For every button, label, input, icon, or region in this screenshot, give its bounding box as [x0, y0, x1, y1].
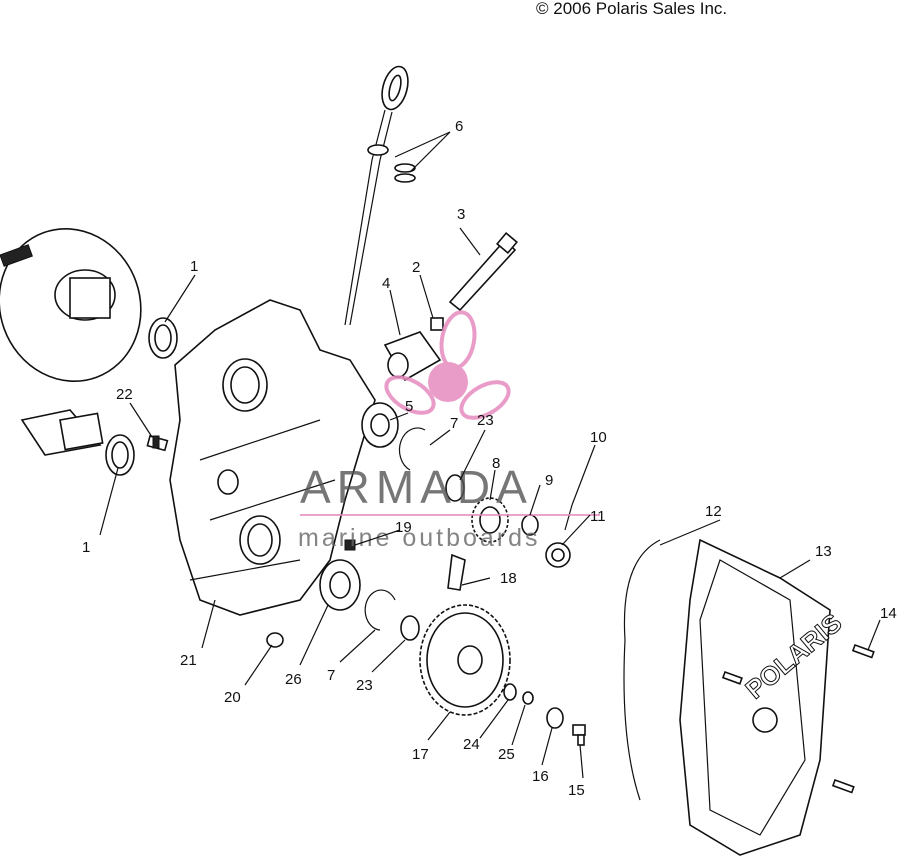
- callout-10: 10: [590, 429, 607, 446]
- bearing-5: [361, 402, 399, 448]
- seal-upper: [148, 317, 178, 359]
- callout-25: 25: [498, 746, 515, 763]
- snap-ring-7-lower: [364, 589, 396, 631]
- callout-1-lower: 1: [82, 539, 90, 556]
- seal-lower: [105, 434, 135, 476]
- plug-20: [266, 632, 284, 648]
- callout-23-lower: 23: [356, 677, 373, 694]
- pin-10: [564, 504, 573, 531]
- tensioner-4: [383, 331, 442, 382]
- washer-25: [522, 691, 534, 705]
- nut-11: [545, 542, 571, 568]
- chaincase-housing: [169, 299, 376, 616]
- washer-16: [546, 707, 564, 729]
- callout-7-upper: 7: [450, 415, 458, 432]
- bearing-26: [319, 559, 361, 611]
- callout-20: 20: [224, 689, 241, 706]
- callout-9: 9: [545, 472, 553, 489]
- callout-7-lower: 7: [327, 667, 335, 684]
- callout-22: 22: [116, 386, 133, 403]
- bolt-15: [572, 724, 586, 746]
- callout-23-upper: 23: [477, 412, 494, 429]
- callout-13: 13: [815, 543, 832, 560]
- dipstick: [344, 65, 409, 326]
- chaincase-cover: POLARIS: [679, 538, 848, 856]
- callout-2: 2: [412, 259, 420, 276]
- bolt-14: [721, 643, 875, 794]
- callout-12: 12: [705, 503, 722, 520]
- washer-23-lower: [400, 615, 420, 641]
- gear-17: [419, 604, 511, 716]
- callout-16: 16: [532, 768, 549, 785]
- chain-guide-18: [447, 553, 466, 591]
- copyright-notice: © 2006 Polaris Sales Inc.: [536, 0, 728, 18]
- washer-24: [503, 683, 517, 701]
- driven-shaft: [20, 409, 104, 456]
- gasket-12: [623, 539, 661, 801]
- callout-14: 14: [880, 605, 897, 622]
- callout-24: 24: [463, 736, 480, 753]
- o-rings: [394, 163, 416, 183]
- washer-23-upper: [445, 474, 465, 502]
- callouts: 1 1 2 3 4 5 6 7 7 8 9 10 11 12 13 14 15 …: [82, 118, 897, 799]
- callout-18: 18: [500, 570, 517, 587]
- bolt-3: [448, 232, 518, 312]
- callout-26: 26: [285, 671, 302, 688]
- leader-lines: [99, 131, 881, 779]
- bushing-2: [430, 317, 444, 331]
- callout-6: 6: [455, 118, 463, 135]
- callout-4: 4: [382, 275, 390, 292]
- watermark-brand: ARMADA: [300, 461, 533, 513]
- callout-15: 15: [568, 782, 585, 799]
- sprocket-8: [471, 497, 509, 543]
- clutch-disc: [0, 227, 142, 383]
- armada-logo: [384, 310, 511, 420]
- callout-8: 8: [492, 455, 500, 472]
- snap-ring-7-upper: [398, 427, 426, 471]
- callout-11: 11: [590, 508, 606, 525]
- callout-1-upper: 1: [190, 258, 198, 275]
- callout-19: 19: [395, 519, 412, 536]
- bolt-22: [146, 435, 169, 452]
- callout-17: 17: [412, 746, 429, 763]
- callout-5: 5: [405, 398, 413, 415]
- watermark-tagline: marine outboards: [298, 524, 541, 552]
- callout-3: 3: [457, 206, 465, 223]
- callout-21: 21: [180, 652, 197, 669]
